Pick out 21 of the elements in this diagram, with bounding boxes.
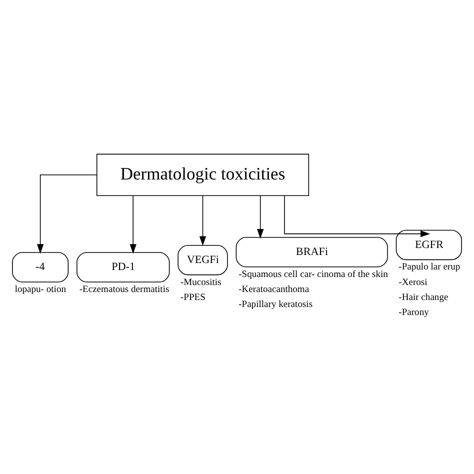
arrow: [257, 195, 264, 239]
arrow: [130, 195, 136, 254]
node-label: -Hair change: [398, 292, 448, 303]
arrow: [284, 195, 430, 238]
node-label: -Xerosi: [398, 276, 428, 288]
node-label: -PPES: [180, 292, 206, 303]
node-box: VEGFi: [178, 244, 228, 276]
node-box: BRAFi: [236, 237, 388, 268]
node-box: PD-1: [76, 252, 170, 282]
node-box: -4: [12, 252, 69, 282]
node-label: -Parony: [398, 307, 429, 318]
arrow: [36, 174, 98, 254]
node-label: -Squamous cell car- cinoma of the skin: [238, 268, 388, 280]
node-box: Dermatologic toxicities: [96, 154, 310, 196]
node-label: lopapu- otion: [14, 284, 66, 296]
node-label: -Keratoacanthoma: [238, 284, 310, 296]
arrow: [199, 195, 206, 246]
node-label: -Mucositis: [180, 276, 222, 288]
node-label: -Papillary keratosis: [238, 299, 313, 310]
node-label: -Eczematous dermatitis: [79, 284, 170, 296]
node-label: -Papulo lar erup: [398, 262, 460, 273]
